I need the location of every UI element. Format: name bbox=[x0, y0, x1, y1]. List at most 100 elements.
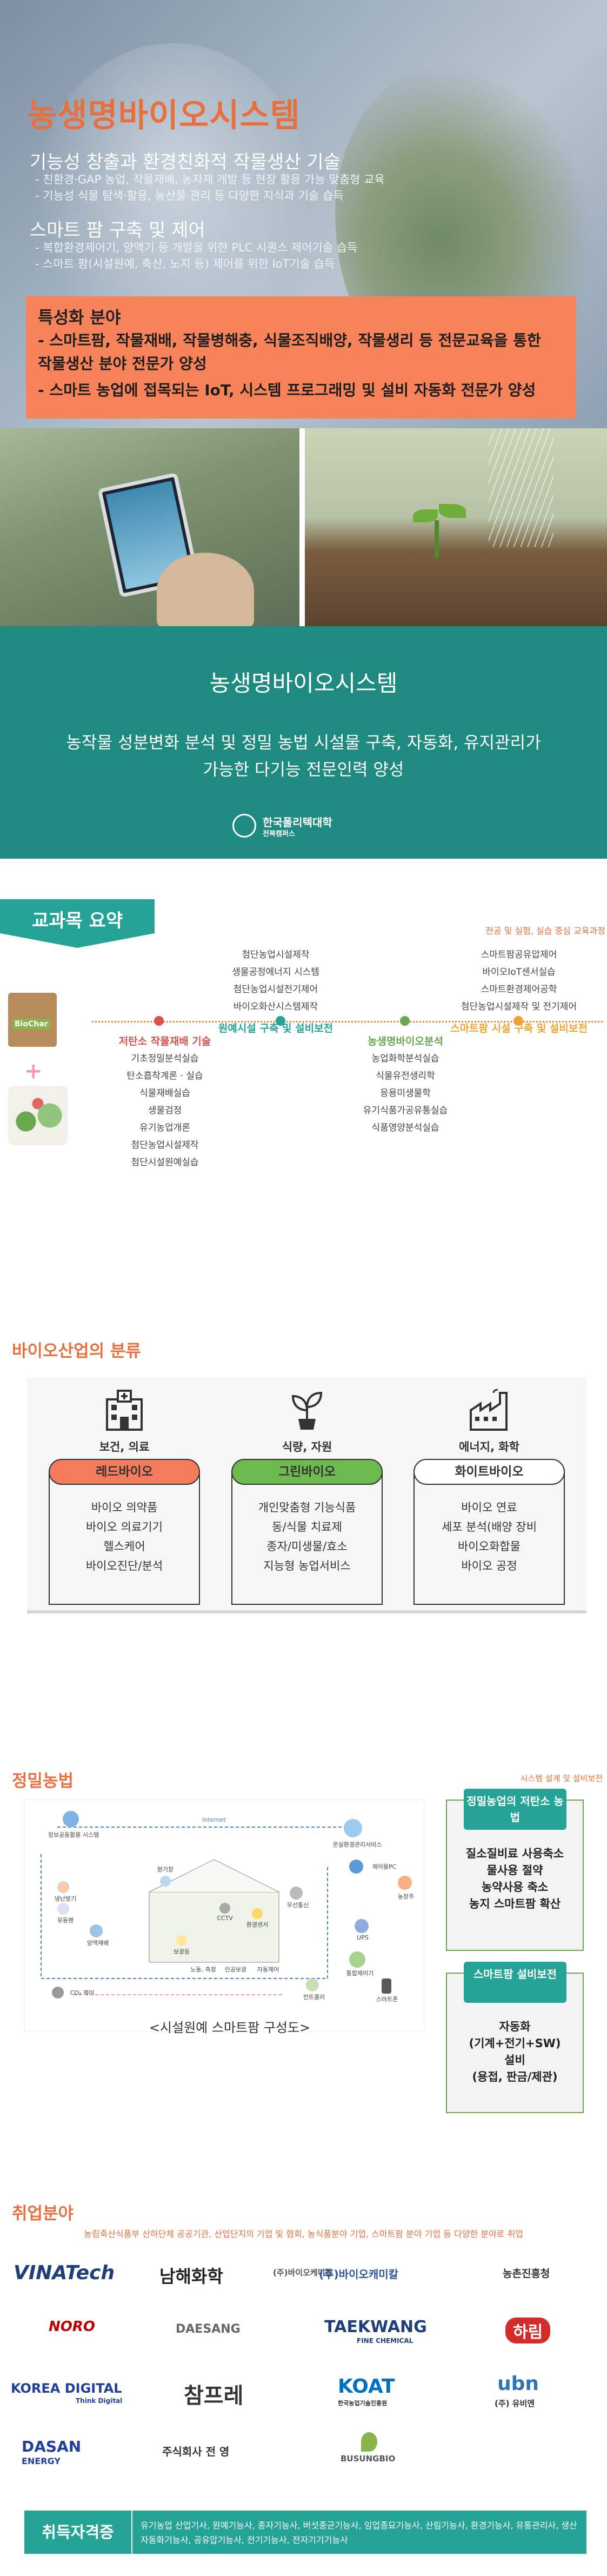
diagram-label: 농장주 bbox=[397, 1893, 415, 1900]
sprout-leaf bbox=[439, 504, 466, 518]
curriculum-bottom-left: 저탄소 작물재배 기술 기초정밀분석실습 탄소흡착계론 · 실습 식물재배실습 … bbox=[95, 1033, 235, 1171]
busungbio-leaf-icon bbox=[361, 2432, 377, 2452]
maintenance-items: 자동화 (기계+전기+SW) 설비 (용접, 판금/제관) bbox=[449, 2019, 581, 2086]
logo-daesang: DAESANG bbox=[176, 2322, 241, 2336]
curriculum-bottom-right: 농생명바이오분석 농업화학분석실습 식물유전생리학 응용미생물학 유기식품가공유… bbox=[335, 1033, 476, 1137]
course-item: 식물재배실습 bbox=[139, 1088, 190, 1099]
logo-ubn: ubn bbox=[497, 2373, 539, 2395]
antenna-icon bbox=[290, 1887, 303, 1900]
course-item: 식품영양분석실습 bbox=[371, 1123, 439, 1133]
biochar-image: BioChar bbox=[8, 993, 57, 1047]
bio-item: 개인맞춤형 기능식품 bbox=[258, 1501, 356, 1514]
course-item: 생물검정 bbox=[148, 1105, 182, 1116]
jobs-title: 취업분야 bbox=[12, 2204, 74, 2223]
maintenance-item: 설비 bbox=[504, 2054, 525, 2067]
diagram-label: 자동제어 bbox=[257, 1966, 279, 1973]
bio-item: 바이오진단/분석 bbox=[85, 1559, 163, 1572]
shared-system-icon bbox=[63, 1811, 79, 1827]
farmer-icon bbox=[398, 1876, 412, 1890]
bio-box bbox=[49, 1472, 200, 1605]
diagram-label: CO₂ 제어 bbox=[70, 1989, 95, 1996]
diagram-label: 유동팬 bbox=[57, 1917, 74, 1924]
controller-icon bbox=[306, 1979, 319, 1991]
course-item: 첨단농업시설제작 bbox=[131, 1140, 199, 1151]
diagram-label: 컨트롤러 bbox=[303, 1994, 325, 2001]
logo-biochemical: (주)바이오캐미칼 bbox=[319, 2268, 399, 2281]
course-item: 바이오화산시스템제작 bbox=[233, 1001, 318, 1012]
hero-banner: 농생명바이오시스템 기능성 창출과 환경친화적 작물생산 기술 - 친환경·GA… bbox=[0, 0, 607, 428]
logo-vinatech: VINATech bbox=[14, 2262, 115, 2284]
pc-icon bbox=[349, 1860, 363, 1874]
school-campus: 전북캠퍼스 bbox=[263, 830, 295, 838]
bio-pill-white: 화이트바이오 bbox=[413, 1459, 565, 1485]
sprout-stem bbox=[435, 520, 439, 558]
maintenance-item: (기계+전기+SW) bbox=[469, 2037, 561, 2050]
curriculum-top-left: 첨단농업시설제작 생물공정에너지 시스템 첨단농업시설전기제어 바이오화산시스템… bbox=[205, 946, 346, 1037]
bio-column-red: 보건, 의료 레드바이오 바이오 의약품 바이오 의료기기 헬스케어 바이오진단… bbox=[43, 1378, 205, 1610]
intro-desc-line1: 농작물 성분변화 분석 및 정밀 농법 시설물 구축, 자동화, 유지관리가 bbox=[66, 733, 541, 753]
bio-item: 바이오 연료 bbox=[461, 1501, 517, 1514]
timeline bbox=[92, 1021, 603, 1023]
maintenance-item: 자동화 bbox=[499, 2020, 531, 2033]
bio-panel: 보건, 의료 레드바이오 바이오 의약품 바이오 의료기기 헬스케어 바이오진단… bbox=[27, 1378, 586, 1610]
logo-jeonyoung: 주식회사 전 영 bbox=[162, 2445, 230, 2458]
diagram-label: 인공보광 bbox=[224, 1966, 247, 1973]
bio-item: 바이오화합물 bbox=[458, 1540, 521, 1553]
bio-item: 종자/미생물/효소 bbox=[266, 1540, 348, 1553]
course-item: 스마트환경제어공학 bbox=[481, 984, 557, 995]
bio-box bbox=[231, 1472, 383, 1605]
hvac-icon bbox=[57, 1881, 69, 1893]
hero-section2-line: - 복합환경제어기, 양액기 등 개발을 위한 PLC 시퀀스 제어기술 습득 bbox=[35, 241, 358, 254]
water-drops-image bbox=[489, 428, 553, 547]
sprout-leaf bbox=[413, 509, 438, 522]
logo-busungbio: BUSUNGBIO bbox=[341, 2454, 396, 2464]
diagram-label: 정보공동활용 시스템 bbox=[48, 1831, 99, 1838]
specialty-box: 특성화 분야 - 스마트팜, 작물재배, 작물병해충, 식물조직배양, 작물생리… bbox=[26, 296, 576, 419]
hero-section1-heading: 기능성 창출과 환경친화적 작물생산 기술 bbox=[30, 151, 341, 173]
bio-item: 지능형 농업서비스 bbox=[263, 1559, 351, 1572]
bio-caption: 식량, 자원 bbox=[282, 1440, 332, 1453]
course-heading: 저탄소 작물재배 기술 bbox=[118, 1035, 211, 1047]
logo-ubn-sub: (주) 유비엔 bbox=[495, 2399, 535, 2408]
specialty-title: 특성화 분야 bbox=[38, 308, 121, 328]
logo-dasan-sub: ENERGY bbox=[22, 2456, 61, 2466]
lowcarbon-items: 질소질비료 사용축소 물사용 절약 농약사용 축소 농지 스마트팜 확산 bbox=[449, 1845, 581, 1913]
logo-harim: 하림 bbox=[505, 2318, 551, 2343]
factory-icon bbox=[470, 1389, 508, 1431]
course-item: 첨단시설원예실습 bbox=[131, 1157, 199, 1168]
diagram-label: 스마트폰 bbox=[376, 1996, 398, 2003]
course-item: 생물공정에너지 시스템 bbox=[232, 967, 319, 978]
course-item: 첨단농업시설제작 및 전기제어 bbox=[461, 1001, 577, 1012]
jobs-section: 취업분야 농림축산식품부 산하단체 공공기관, 산업단지의 기업 및 협회, 농… bbox=[0, 2194, 607, 2576]
photo-tablet-greenhouse bbox=[0, 428, 299, 626]
maintenance-item: (용접, 판금/제관) bbox=[472, 2070, 558, 2083]
logo-taekwang: TAEKWANG bbox=[324, 2318, 427, 2336]
plus-icon: + bbox=[24, 1059, 43, 1084]
hero-section1-line: - 친환경·GAP 농업, 작물재배, 농자재 개발 등 현장 활용 가능 맞춤… bbox=[35, 173, 385, 186]
diagram-label: 제어용PC bbox=[372, 1863, 397, 1870]
nutrient-icon bbox=[90, 1924, 103, 1937]
logo-biochem: (주)바이오케미칼 bbox=[273, 2268, 333, 2278]
course-heading: 농생명바이오분석 bbox=[368, 1035, 443, 1047]
bio-column-white: 에너지, 화학 화이트바이오 바이오 연료 세포 분석(배양 장비 바이오화합물… bbox=[408, 1378, 570, 1610]
logo-korea-digital: KOREA DIGITAL bbox=[11, 2381, 122, 2396]
course-heading: 원예시설 구축 및 설비보전 bbox=[218, 1023, 333, 1034]
hero-section2-line: - 스마트 팜(시설원예, 축산, 노지 등) 제어를 위한 IoT기술 습득 bbox=[35, 257, 335, 270]
timeline-dot bbox=[513, 1016, 523, 1026]
diagram-caption: <시설원예 스마트팜 구성도> bbox=[149, 2020, 311, 2035]
bio-box bbox=[413, 1472, 565, 1605]
curriculum-note: 전공 및 실험, 실습 중심 교육과정 bbox=[485, 926, 605, 936]
bio-column-green: 식량, 자원 그린바이오 개인맞춤형 기능식품 동/식물 치료제 종자/미생물/… bbox=[226, 1378, 388, 1610]
logo-namhae: 남해화학 bbox=[159, 2266, 223, 2287]
diagram-label: UPS bbox=[357, 1934, 369, 1941]
logo-koat: KOAT bbox=[338, 2375, 395, 2398]
diagram-label: 통합제어기 bbox=[346, 1970, 374, 1977]
hospital-icon bbox=[106, 1390, 143, 1431]
course-item: 농업화학분석실습 bbox=[371, 1053, 439, 1064]
curriculum-tag: 교과목 요약 bbox=[0, 899, 155, 948]
intro-band: 농생명바이오시스템 농작물 성분변화 분석 및 정밀 농법 시설물 구축, 자동… bbox=[0, 626, 607, 859]
diagram-label: 환기창 bbox=[157, 1866, 174, 1873]
timeline-dot bbox=[276, 1016, 285, 1026]
certificate-label: 취득자격증 bbox=[24, 2511, 132, 2554]
school-emblem-icon bbox=[232, 814, 256, 838]
